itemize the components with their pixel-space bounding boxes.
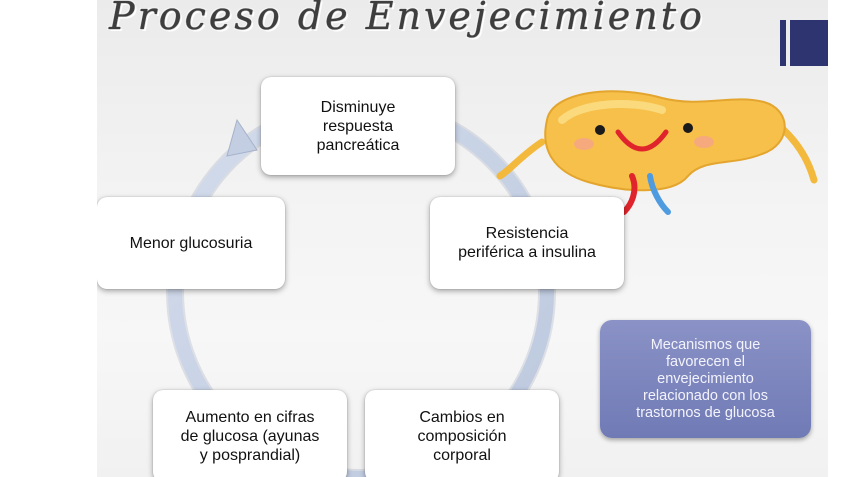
cycle-step-body-composition-changes: Cambios en composición corporal: [365, 390, 559, 477]
slide-title: Proceso de Envejecimiento: [109, 0, 705, 38]
cycle-step-lower-glycosuria: Menor glucosuria: [97, 197, 285, 289]
cycle-step-insulin-resistance: Resistencia periférica a insulina: [430, 197, 624, 289]
cycle-arrowhead: [226, 118, 258, 157]
mechanisms-note: Mecanismos que favorecen el envejecimien…: [600, 320, 811, 438]
pancreas-mascot-illustration: [496, 90, 818, 215]
cycle-step-label: Cambios en composición corporal: [417, 408, 507, 464]
cycle-step-label: Resistencia periférica a insulina: [458, 225, 596, 261]
mechanisms-note-text: Mecanismos que favorecen el envejecimien…: [636, 336, 775, 421]
cycle-step-increased-glucose: Aumento en cifras de glucosa (ayunas y p…: [153, 390, 347, 477]
slide: Proceso de Envejecimiento Disminuye resp…: [97, 0, 828, 477]
cycle-step-label: Aumento en cifras de glucosa (ayunas y p…: [180, 408, 320, 464]
corner-decoration: [780, 20, 828, 66]
cycle-step-label: Menor glucosuria: [129, 234, 253, 252]
cycle-step-decreased-pancreatic-response: Disminuye respuesta pancreática: [261, 77, 455, 175]
cycle-step-label: Disminuye respuesta pancreática: [316, 98, 400, 154]
